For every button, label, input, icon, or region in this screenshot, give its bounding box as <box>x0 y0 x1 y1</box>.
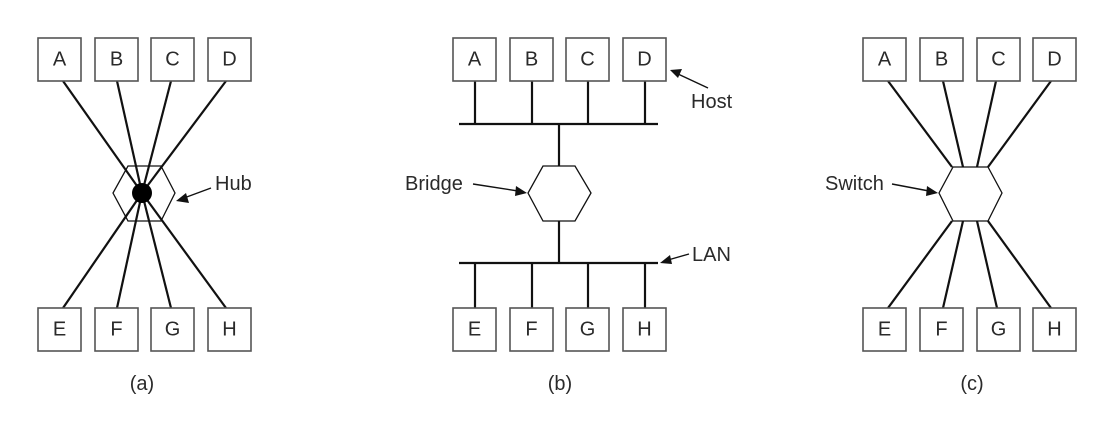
host-label: E <box>53 319 66 341</box>
host-h: H <box>622 307 667 352</box>
wire-f-hub <box>115 192 144 309</box>
panel-c-switch: A B C D E F G H Switch (c) <box>825 37 1077 395</box>
host-label: C <box>991 49 1005 71</box>
host-b: B <box>509 37 554 82</box>
wire-c-hub <box>140 80 173 194</box>
host-g: G <box>565 307 610 352</box>
host-label: B <box>110 49 123 71</box>
host-label: C <box>580 49 594 71</box>
host-b: B <box>94 37 139 82</box>
host-d: D <box>1032 37 1077 82</box>
host-h: H <box>207 307 252 352</box>
host-label: E <box>878 319 891 341</box>
host-label: B <box>935 49 948 71</box>
bridge-hexagon <box>527 165 592 222</box>
wire-h-switch <box>987 220 1052 309</box>
host-c: C <box>150 37 195 82</box>
host-label: H <box>637 319 651 341</box>
bridge-arrow <box>472 183 519 192</box>
host-a: A <box>37 37 82 82</box>
host-label: G <box>991 319 1007 341</box>
host-g: G <box>150 307 195 352</box>
host-d: D <box>207 37 252 82</box>
host-label: F <box>935 319 947 341</box>
host-label: C <box>165 49 179 71</box>
arrow-head-icon <box>670 69 682 78</box>
wire-d-switch <box>987 80 1052 168</box>
host-label: E <box>468 319 481 341</box>
host-h: H <box>1032 307 1077 352</box>
host-label: H <box>222 319 236 341</box>
host-label: A <box>468 49 482 71</box>
wire-b-switch <box>941 80 965 168</box>
caption-a: (a) <box>130 373 154 395</box>
host-e: E <box>862 307 907 352</box>
wire-c-switch <box>975 80 998 168</box>
arrow-head-icon <box>176 193 189 203</box>
wire-b-hub <box>115 80 144 194</box>
host-label: G <box>580 319 596 341</box>
host-a: A <box>862 37 907 82</box>
panel-b-bridge: A B C D E F G H Bridge Host LAN (b) <box>405 37 733 395</box>
host-f: F <box>919 307 964 352</box>
switch-arrow <box>891 183 930 192</box>
host-c: C <box>565 37 610 82</box>
hub-label: Hub <box>215 173 252 195</box>
wire-f-switch <box>941 220 965 309</box>
host-g: G <box>976 307 1021 352</box>
arrow-head-icon <box>660 255 672 264</box>
host-e: E <box>452 307 497 352</box>
wire-h-hub <box>141 192 227 309</box>
hub-dot <box>132 183 152 203</box>
host-label: G <box>165 319 181 341</box>
lan-label: LAN <box>692 244 731 266</box>
host-label: A <box>53 49 67 71</box>
host-label: B <box>525 49 538 71</box>
hub-hexagon <box>112 165 176 222</box>
switch-label: Switch <box>825 173 884 195</box>
wire-g-hub <box>140 192 173 309</box>
caption-c: (c) <box>960 373 983 395</box>
host-a: A <box>452 37 497 82</box>
host-c: C <box>976 37 1021 82</box>
host-label: A <box>878 49 892 71</box>
wire-d-hub <box>141 80 227 194</box>
arrow-head-icon <box>926 186 938 196</box>
arrow-head-icon <box>515 186 527 196</box>
wire-e-hub <box>62 192 143 309</box>
host-arrow <box>677 73 709 89</box>
host-label: H <box>1047 319 1061 341</box>
host-b: B <box>919 37 964 82</box>
wire-e-switch <box>887 220 953 309</box>
host-d: D <box>622 37 667 82</box>
host-label: D <box>222 49 236 71</box>
host-f: F <box>509 307 554 352</box>
wire-g-switch <box>975 220 999 309</box>
host-label: D <box>1047 49 1061 71</box>
panel-a-hub: A B C D E F G H Hub (a) <box>37 37 252 395</box>
switch-hexagon <box>938 166 1003 222</box>
hub-arrow <box>183 187 212 199</box>
host-label: F <box>110 319 122 341</box>
host-e: E <box>37 307 82 352</box>
caption-b: (b) <box>548 373 572 395</box>
host-callout-label: Host <box>691 91 733 113</box>
bridge-label: Bridge <box>405 173 463 195</box>
wire-a-hub <box>62 80 143 194</box>
lan-arrow <box>667 253 690 261</box>
wire-a-switch <box>887 80 953 168</box>
host-f: F <box>94 307 139 352</box>
host-label: D <box>637 49 651 71</box>
host-label: F <box>525 319 537 341</box>
